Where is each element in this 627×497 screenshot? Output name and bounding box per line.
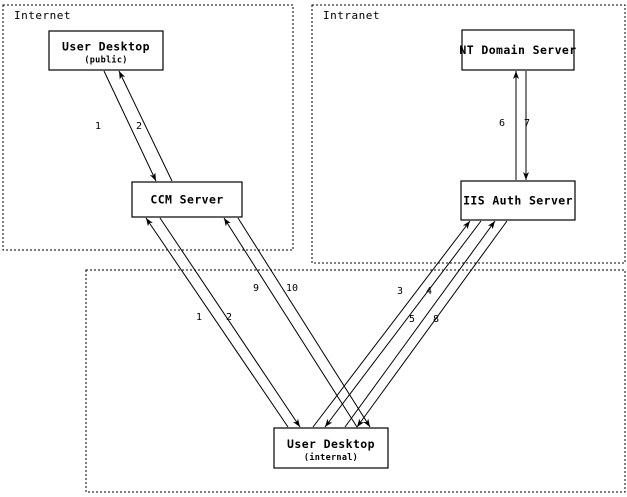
flow-label-step-8: 8 <box>433 314 439 325</box>
flow-ccm-to-public-desktop <box>118 70 173 182</box>
flow-label-step-6: 6 <box>499 118 505 129</box>
node-subtitle-user-desktop-internal: (internal) <box>304 452 358 463</box>
node-box-nt-domain-server <box>461 29 575 71</box>
flow-label-step-10: 10 <box>286 283 298 294</box>
flow-label-step-2-public: 2 <box>136 121 142 132</box>
node-title-user-desktop-internal: User Desktop <box>287 437 375 451</box>
zone-frame-intranet <box>311 4 626 264</box>
flow-label-step-3: 3 <box>397 286 403 297</box>
node-title-user-desktop-public: User Desktop <box>62 40 150 54</box>
flow-iis-to-internal-desktop-8 <box>356 220 508 428</box>
flow-internal-desktop-to-iis-5 <box>344 220 496 428</box>
flow-internal-desktop-to-ccm-9 <box>223 217 358 428</box>
node-user-desktop-public: User Desktop(public) <box>48 30 164 71</box>
flow-label-step-5: 5 <box>409 314 415 325</box>
node-box-iis-auth-server <box>460 180 576 221</box>
node-box-ccm-server <box>131 181 243 218</box>
flow-label-step-4: 4 <box>426 286 432 297</box>
zone-label-internet: Internet <box>14 9 71 22</box>
zone-label-intranet: Intranet <box>323 9 380 22</box>
node-title-nt-domain-server: NT Domain Server <box>459 43 576 57</box>
flow-label-step-1-public: 1 <box>95 121 101 132</box>
flow-ccm-to-internal-desktop-2 <box>159 217 301 428</box>
node-ccm-server: CCM Server <box>131 181 243 218</box>
flow-internal-desktop-to-iis-3 <box>312 220 471 428</box>
flow-lines <box>103 70 529 428</box>
zone-frame-internet <box>2 4 294 251</box>
flow-public-desktop-to-ccm <box>103 70 157 182</box>
node-title-ccm-server: CCM Server <box>150 193 223 207</box>
flow-internal-desktop-to-ccm-1 <box>145 217 289 428</box>
node-box-user-desktop-public <box>48 30 164 71</box>
flow-iis-to-internal-desktop-4 <box>324 220 482 428</box>
flow-ccm-to-internal-desktop-10 <box>237 217 371 428</box>
flow-step-labels: 1 2 6 7 9 10 3 4 1 2 5 8 <box>95 118 530 325</box>
node-title-iis-auth-server: IIS Auth Server <box>463 194 573 208</box>
node-box-user-desktop-internal <box>273 427 389 469</box>
node-user-desktop-internal: User Desktop(internal) <box>273 427 389 469</box>
flow-label-step-1-internal: 1 <box>196 312 202 323</box>
node-nt-domain-server: NT Domain Server <box>459 29 576 71</box>
flow-label-step-7: 7 <box>524 118 530 129</box>
zone-frames: Internet Intranet <box>2 4 626 493</box>
node-subtitle-user-desktop-public: (public) <box>84 55 127 66</box>
flow-label-step-2-internal: 2 <box>226 312 232 323</box>
flow-label-step-9: 9 <box>253 283 259 294</box>
zone-frame-internal-lan <box>85 269 626 493</box>
node-iis-auth-server: IIS Auth Server <box>460 180 576 221</box>
